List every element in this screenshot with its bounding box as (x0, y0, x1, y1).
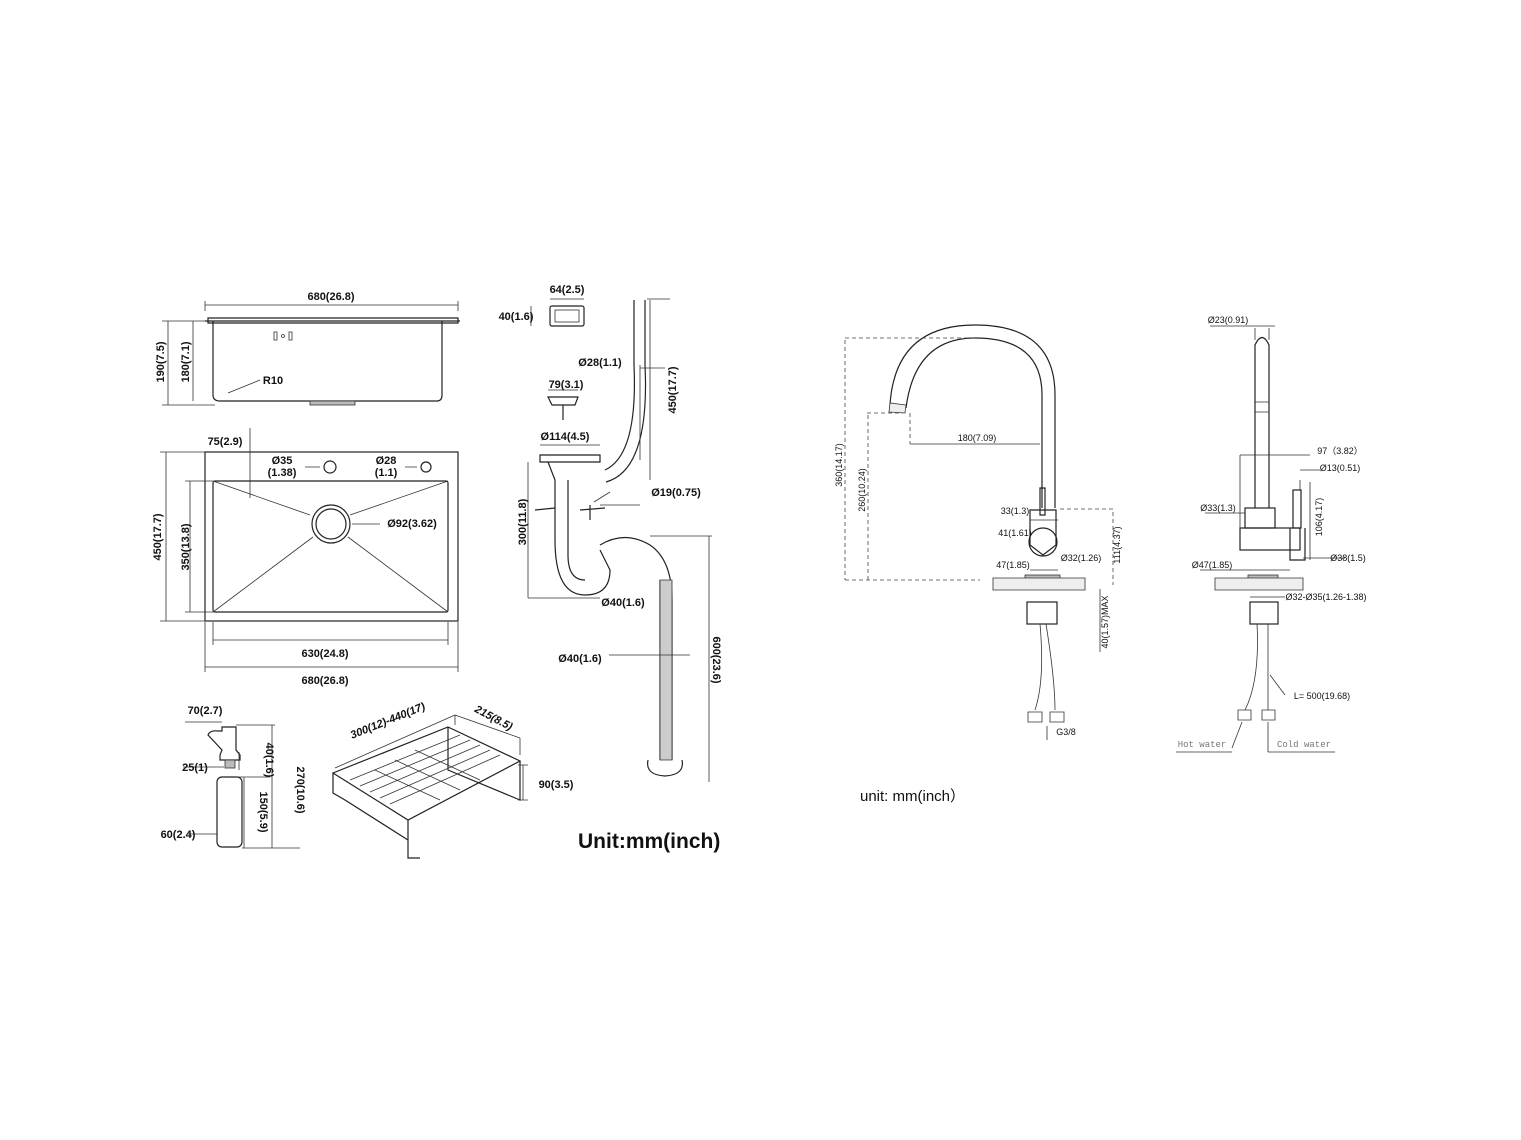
lever-width-label: 33(1.3) (1001, 506, 1030, 516)
body-height-label: 111(4.37) (1112, 526, 1122, 563)
inner-width-label: 630(24.8) (301, 648, 348, 660)
outlet-length-label: 600(23.6) (710, 636, 722, 683)
drain-basket: 300(12)-440(17) 215(8.5) 90(3.5) (331, 701, 574, 859)
total-height-label: 270(10.6) (294, 766, 306, 813)
faucet-hole-inch-label: (1.38) (268, 467, 297, 479)
unit-label-left: Unit:mm(inch) (578, 830, 720, 853)
depth-label: 97（3.82） (1317, 446, 1363, 456)
flange-label: Ø114(4.5) (541, 431, 590, 443)
sink-width-label: 680(26.8) (307, 291, 354, 303)
hose-length-label: L= 500(19.68) (1294, 691, 1350, 701)
offset-label: 75(2.9) (208, 436, 243, 448)
unit-label-right: unit: mm(inch） (860, 788, 965, 805)
hose-diameter-label: Ø28(1.1) (578, 357, 622, 369)
radius-label: R10 (263, 375, 283, 387)
hub-diameter-label: Ø38(1.5) (1330, 553, 1366, 563)
strainer-label: 79(3.1) (549, 379, 584, 391)
drain-assembly: 64(2.5) 40(1.6) Ø28(1.1) 79(3.1) 450(17.… (499, 284, 722, 782)
lever-height-label: 106(4.17) (1314, 498, 1324, 537)
trap-diameter-label: Ø40(1.6) (601, 597, 645, 609)
thread-size-label: G3/8 (1056, 727, 1076, 737)
inner-height-label: 350(13.8) (180, 523, 192, 570)
deck-thickness-label: 40(1.57)MAX (1100, 595, 1110, 648)
cold-water-label: Cold water (1277, 740, 1331, 750)
outlet-diameter-label: Ø40(1.6) (558, 653, 602, 665)
small-pipe-label: Ø19(0.75) (651, 487, 701, 499)
basket-height-label: 90(3.5) (539, 779, 574, 791)
reach-label: 180(7.09) (958, 433, 997, 443)
thread-label: 25(1) (182, 762, 208, 774)
sink-top-view: 75(2.9) Ø35 (1.38) Ø28 (1.1) Ø92(3.62) 4… (152, 428, 459, 687)
overflow-width-label: 64(2.5) (550, 284, 585, 296)
outer-width-label: 680(26.8) (301, 675, 348, 687)
drain-diameter-label: Ø92(3.62) (387, 518, 437, 530)
sink-height-total-label: 190(7.5) (155, 341, 167, 382)
spout-length-label: 70(2.7) (188, 705, 223, 717)
bottle-height-label: 150(5.9) (257, 792, 269, 833)
soap-hole-label: Ø28 (376, 455, 397, 467)
base-width-label: 47(1.85) (996, 560, 1030, 570)
sink-bowl-height-label: 180(7.1) (180, 341, 192, 382)
soap-dispenser: 70(2.7) 25(1) 40(1.6) 150(5.9) 270(10.6)… (161, 705, 306, 849)
faucet-side-view: Ø23(0.91) 97（3.82） Ø13(0.51) Ø33(1.3) 10… (1176, 315, 1367, 753)
overflow-height-label: 40(1.6) (499, 311, 534, 323)
basket-length-label: 300(12)-440(17) (349, 701, 428, 742)
outer-height-label: 450(17.7) (152, 513, 164, 560)
hot-water-label: Hot water (1178, 740, 1227, 750)
neck-height-label: 40(1.6) (263, 743, 275, 778)
hose-length-label: 450(17.7) (667, 366, 679, 413)
spout-height-label: 260(10.24) (857, 468, 867, 512)
hole-diameter-label: Ø32(1.26) (1061, 553, 1102, 563)
hole-range-label: Ø32-Ø35(1.26-1.38) (1285, 592, 1366, 602)
faucet-hole-label: Ø35 (272, 455, 293, 467)
soap-hole-inch-label: (1.1) (375, 467, 398, 479)
body-width-label: 41(1.61) (998, 528, 1032, 538)
sink-side-view: 680(26.8) 190(7.5) 180(7.1) R10 (155, 291, 460, 406)
faucet-total-height-label: 360(14.17) (834, 443, 844, 487)
body-diameter-label: Ø33(1.3) (1200, 503, 1236, 513)
faucet-front-view: 360(14.17) 260(10.24) 180(7.09) 33(1.3) … (834, 324, 1122, 740)
base-diameter-label: Ø47(1.85) (1192, 560, 1233, 570)
spout-diameter-label: Ø23(0.91) (1208, 315, 1249, 325)
lever-diameter-label: Ø13(0.51) (1320, 463, 1361, 473)
bottle-diameter-label: 60(2.4) (161, 829, 196, 841)
trap-height-label: 300(11.8) (517, 498, 529, 545)
